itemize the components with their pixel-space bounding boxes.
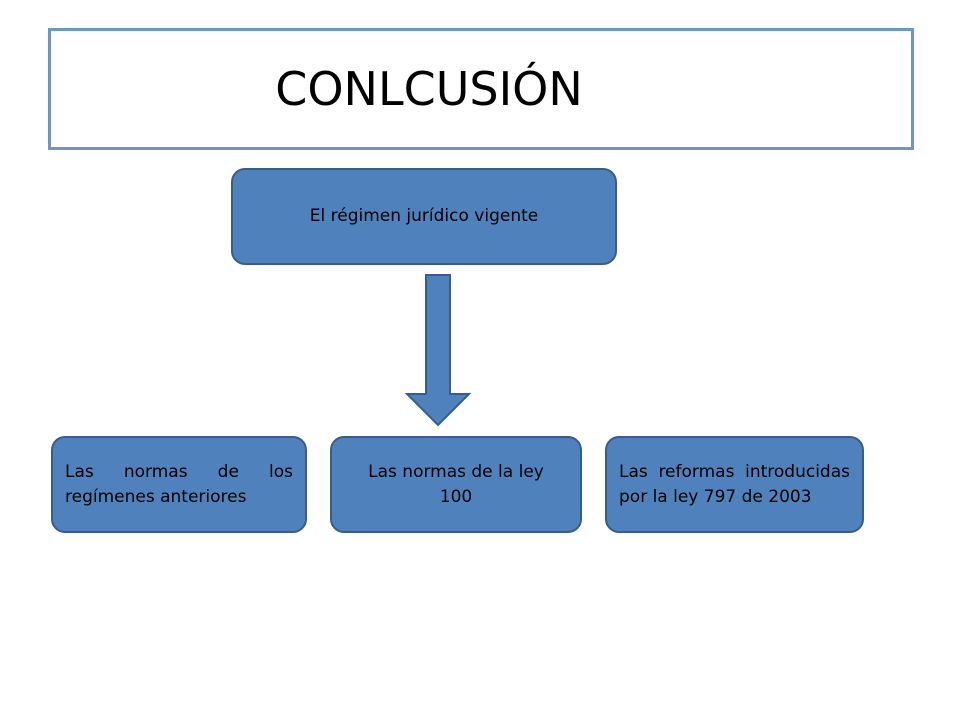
down-arrow <box>404 274 472 427</box>
slide-title: CONLCUSIÓN <box>275 62 583 116</box>
node-ley-100: Las normas de la ley 100 <box>330 436 582 533</box>
node-regimen-juridico-vigente: El régimen jurídico vigente <box>231 168 617 265</box>
down-arrow-shape <box>404 274 472 427</box>
node-reformas-ley-797: Las reformas introducidas por la ley 797… <box>605 436 864 533</box>
node-label: Las reformas introducidas por la ley 797… <box>619 461 850 507</box>
node-label: El régimen jurídico vigente <box>309 206 539 226</box>
node-label: Las normas de los regímenes anteriores <box>65 461 293 507</box>
title-box: CONLCUSIÓN <box>48 28 914 150</box>
node-regimenes-anteriores: Las normas de los regímenes anteriores <box>51 436 307 533</box>
node-label: Las normas de la ley 100 <box>368 461 544 507</box>
